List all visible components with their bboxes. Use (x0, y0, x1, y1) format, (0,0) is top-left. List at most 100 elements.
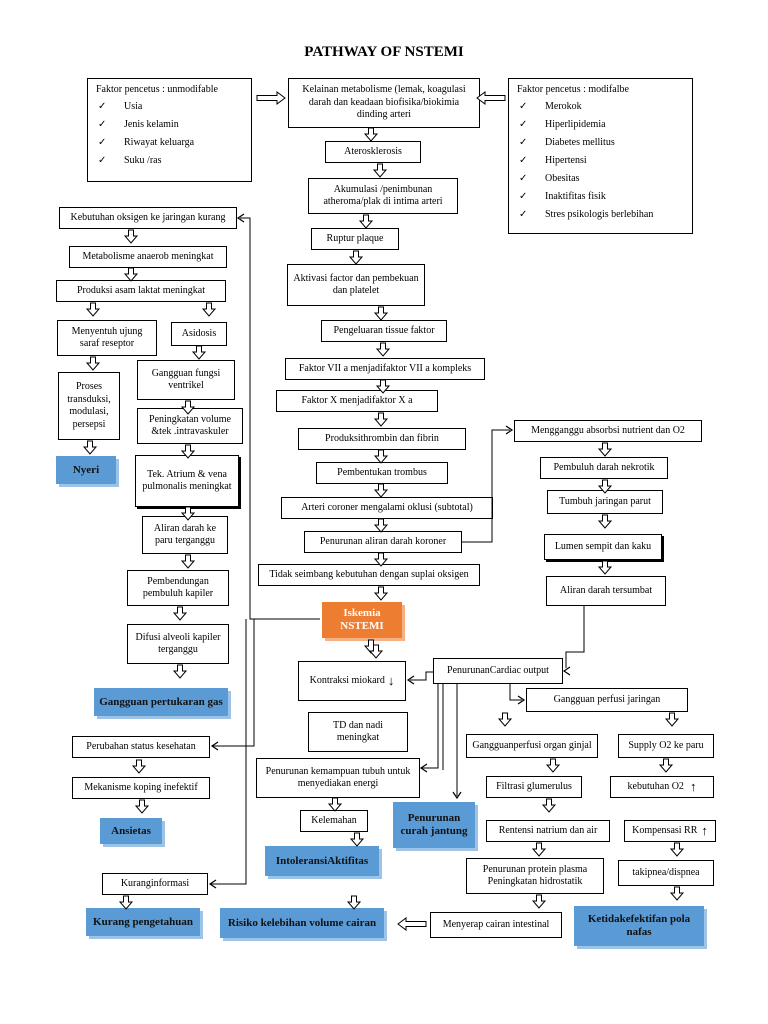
down-arrow (118, 895, 134, 910)
cardiac-output-diagnosis: Penurunan curah jantung (393, 802, 475, 848)
arrow-head (562, 666, 571, 676)
down-arrow (372, 163, 388, 178)
check-icon: ✓ (519, 101, 528, 112)
process-box: Proses transduksi, modulasi, persepsi (58, 372, 120, 440)
occlusion-box: Arteri coroner mengalami oklusi (subtota… (281, 497, 493, 519)
down-arrow (531, 842, 547, 857)
modifiable-heading: Faktor pencetus : modifalbe (517, 84, 629, 95)
compensation-box: Kompensasi RR ↑ (624, 820, 716, 842)
down-arrow (131, 759, 147, 774)
down-arrow (172, 664, 188, 679)
check-icon: ✓ (519, 137, 528, 148)
imbalance-box: Tidak seimbang kebutuhan dengan suplai o… (258, 564, 480, 586)
down-arrow (373, 483, 389, 498)
down-arrow (358, 214, 374, 229)
down-arrow (545, 758, 561, 773)
left-arrow (476, 91, 506, 105)
check-icon: ✓ (519, 119, 528, 130)
down-arrow (373, 518, 389, 533)
o2-need-label: kebutuhan O2 (627, 780, 684, 792)
factor-item: ✓Hiperlipidemia (519, 119, 606, 130)
ventricle-box: Gangguan fungsi ventrikel (137, 360, 235, 400)
arrow-head (419, 763, 428, 773)
down-arrow (172, 606, 188, 621)
connector-line (462, 429, 510, 543)
down-arrow (373, 552, 389, 567)
connector-line (565, 606, 585, 668)
down-arrow (82, 440, 98, 455)
ansietas-diagnosis: Ansietas (100, 818, 162, 844)
arrow-head (452, 791, 462, 800)
o2-need-box: kebutuhan O2 ↑ (610, 776, 714, 798)
necrotic-box: Pembuluh darah nekrotik (540, 457, 668, 479)
down-arrow (123, 267, 139, 282)
down-arrow (375, 342, 391, 357)
blocked-box: Aliran darah tersumbat (546, 576, 666, 606)
factor-item: ✓Stres psikologis berlebihan (519, 209, 654, 220)
anaerob-box: Metabolisme anaerob meningkat (69, 246, 227, 268)
ability-box: Penurunan kemampuan tubuh untuk menyedia… (256, 758, 420, 798)
down-arrow (201, 302, 217, 317)
down-arrow (597, 560, 613, 575)
connector-line (509, 684, 522, 701)
lumen-box: Lumen sempit dan kaku (544, 534, 662, 560)
health-change-box: Perubahan status kesehatan (72, 736, 210, 758)
tachypnea-box: takipnea/dispnea (618, 860, 714, 886)
down-arrow (669, 842, 685, 857)
feedback-line (210, 619, 247, 885)
unmodifiable-heading: Faktor pencetus : unmodifable (96, 84, 218, 95)
retention-box: Rentensi natrium dan air (486, 820, 610, 842)
unmodifiable-factors-box: Faktor pencetus : unmodifable ✓Usia ✓Jen… (87, 78, 252, 182)
right-arrow (256, 91, 286, 105)
down-arrow (85, 356, 101, 371)
down-arrow (348, 250, 364, 265)
tissue-factor-box: Pengeluaran tissue faktor (321, 320, 447, 342)
down-arrow (541, 798, 557, 813)
check-icon: ✓ (519, 191, 528, 202)
down-arrow (346, 895, 362, 910)
accumulation-box: Akumulasi /penimbunan atheroma/plak di i… (308, 178, 458, 214)
arrow-head (210, 741, 219, 751)
check-icon: ✓ (98, 155, 107, 166)
atherosclerosis-box: Aterosklerosis (325, 141, 421, 163)
arrow-head (505, 425, 514, 435)
filtration-box: Filtrasi glumerulus (486, 776, 582, 798)
down-arrow (373, 586, 389, 601)
nerve-receptor-box: Menyentuh ujung saraf reseptor (57, 320, 157, 356)
down-arrow (597, 514, 613, 529)
connector-line (422, 684, 439, 769)
factor-item: ✓Jenis kelamin (98, 119, 179, 130)
protein-box: Penurunan protein plasma Peningkatan hid… (466, 858, 604, 894)
down-arrow (669, 886, 685, 901)
knowledge-diagnosis: Kurang pengetahuan (86, 908, 200, 936)
rupture-box: Ruptur plaque (311, 228, 399, 250)
bp-box: TD dan nadi meningkat (308, 712, 408, 752)
down-arrow (375, 379, 391, 394)
lung-flow-box: Aliran darah ke paru terganggu (142, 516, 228, 554)
feedback-line (212, 619, 255, 747)
down-arrow (664, 712, 680, 727)
ischemia-box: Iskemia NSTEMI (322, 602, 402, 638)
down-arrow (373, 306, 389, 321)
feedback-line (240, 217, 320, 620)
kidney-box: Gangguanperfusi organ ginjal (466, 734, 598, 758)
breathing-diagnosis: Ketidakefektifan pola nafas (574, 906, 704, 946)
left-arrow (397, 917, 427, 931)
arrow-head (208, 879, 217, 889)
oxygen-need-box: Kebutuhan oksigen ke jaringan kurang (59, 207, 237, 229)
cardiac-output-box: PenurunanCardiac output (433, 658, 563, 684)
down-arrow (363, 127, 379, 142)
down-arrow (531, 894, 547, 909)
factor-item: ✓Usia (98, 101, 143, 112)
compensation-label: Kompensasi RR (632, 824, 698, 836)
down-arrow (191, 345, 207, 360)
factor-item: ✓Obesitas (519, 173, 580, 184)
lactate-box: Produksi asam laktat meningkat (56, 280, 226, 302)
check-icon: ✓ (98, 119, 107, 130)
arrow-head (236, 213, 245, 223)
factor-item: ✓Riwayat keluarga (98, 137, 195, 148)
check-icon: ✓ (519, 173, 528, 184)
diffusion-box: Difusi alveoli kapiler terganggu (127, 624, 229, 664)
down-arrow (327, 797, 343, 812)
